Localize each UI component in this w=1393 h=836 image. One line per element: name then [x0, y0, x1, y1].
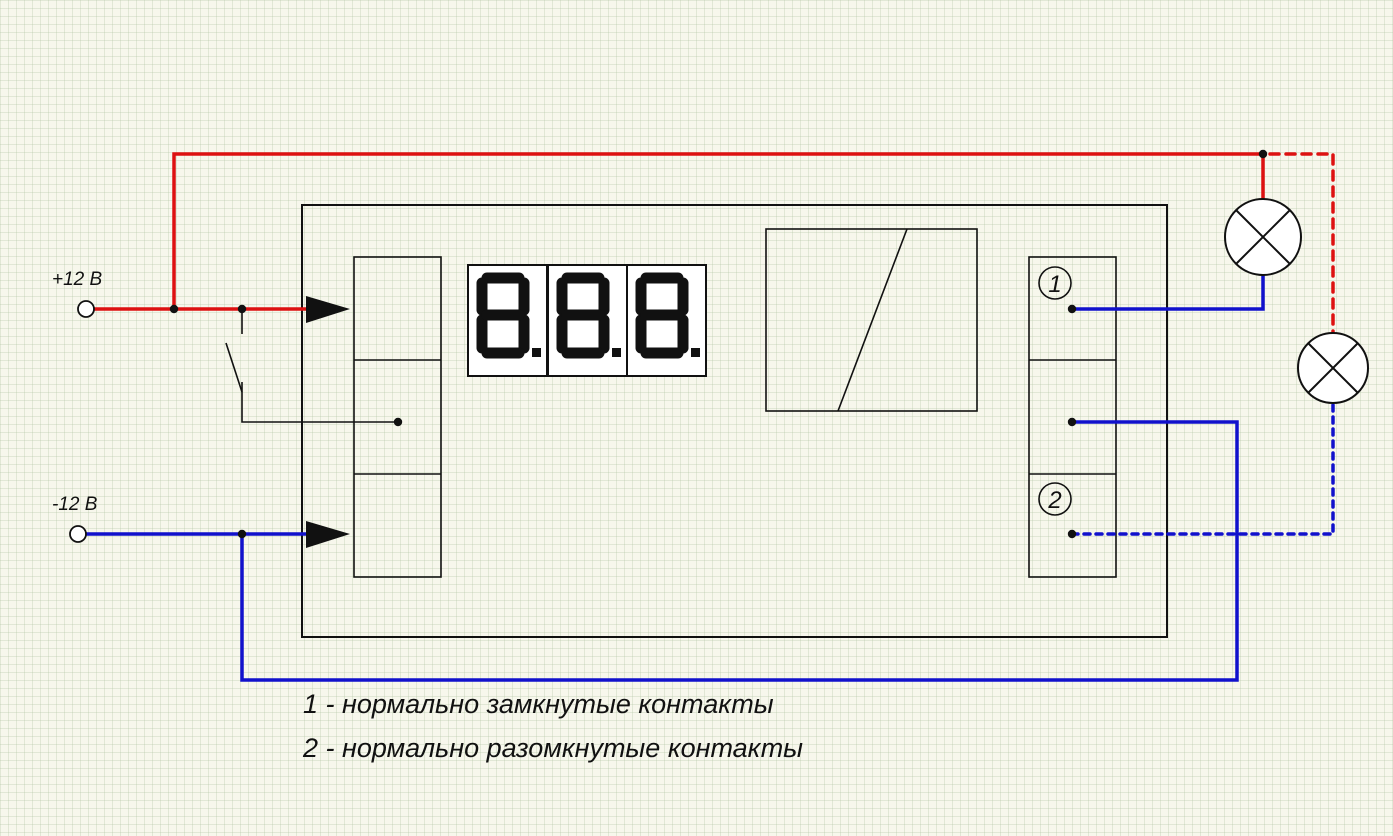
- lamp-1: [1224, 198, 1302, 276]
- terminal-minus-12v: [69, 525, 87, 543]
- input-arrow-minus: [306, 521, 350, 548]
- indicator-window: [765, 228, 978, 412]
- positive-wire: [92, 152, 1335, 335]
- control-switch: [225, 309, 398, 423]
- negative-wire: [84, 274, 1335, 682]
- legend-line-2: 2 - нормально разомкнутые контакты: [303, 733, 804, 763]
- svg-text:2: 2: [1047, 487, 1061, 514]
- legend-line-1: 1 - нормально замкнутые контакты: [303, 689, 774, 719]
- contact-marker-2: 2: [1038, 482, 1072, 516]
- label-minus-12v: -12 В: [52, 494, 98, 515]
- lamp-2: [1297, 332, 1369, 404]
- seven-segment-display: [467, 264, 707, 377]
- label-plus-12v: +12 В: [52, 269, 103, 290]
- display-digit: [467, 264, 548, 377]
- display-digit: [547, 264, 628, 377]
- input-terminal-block: [353, 256, 442, 578]
- display-digit: [626, 264, 707, 377]
- input-arrow-plus: [306, 296, 350, 323]
- junction-dots: [169, 149, 1268, 539]
- terminal-plus-12v: [77, 300, 95, 318]
- relay-terminal-block: [1028, 256, 1117, 578]
- controller-housing: [301, 204, 1168, 638]
- contact-marker-1: 1: [1038, 266, 1072, 300]
- svg-text:1: 1: [1048, 271, 1061, 298]
